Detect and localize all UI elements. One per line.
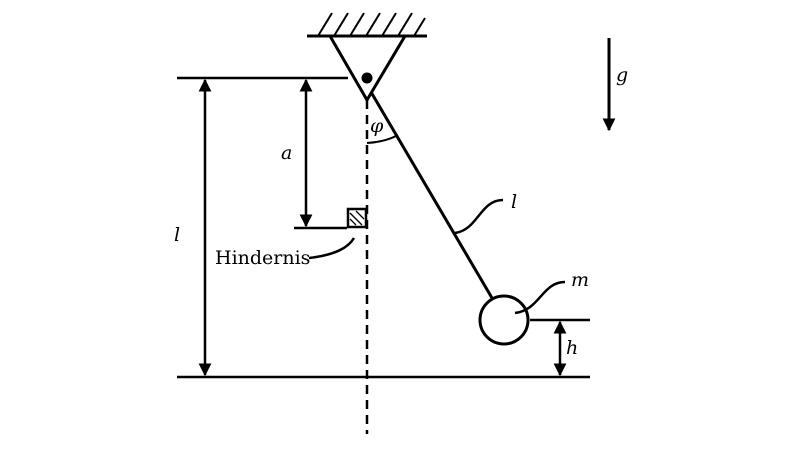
mass-label: m: [571, 269, 589, 291]
obstacle-leader-line: [308, 237, 356, 260]
obstacle: [346, 207, 368, 229]
height-label: h: [566, 337, 578, 359]
gravity-label: g: [616, 64, 628, 86]
rod-leader-line: [454, 198, 504, 235]
mass-leader-line: [514, 280, 566, 315]
pivot-point: [361, 72, 373, 84]
ceiling-hatch: [317, 12, 426, 37]
angle-label: φ: [370, 115, 384, 137]
total-length-label: l: [174, 224, 180, 246]
rod-length-label: l: [511, 191, 517, 213]
pendulum-rod: [369, 91, 494, 299]
pendulum-mass: [478, 294, 530, 346]
obstacle-label: Hindernis: [215, 247, 310, 269]
ceiling-support: [307, 12, 427, 103]
angle-arc: [366, 134, 399, 144]
obstacle-distance-label: a: [281, 142, 292, 164]
